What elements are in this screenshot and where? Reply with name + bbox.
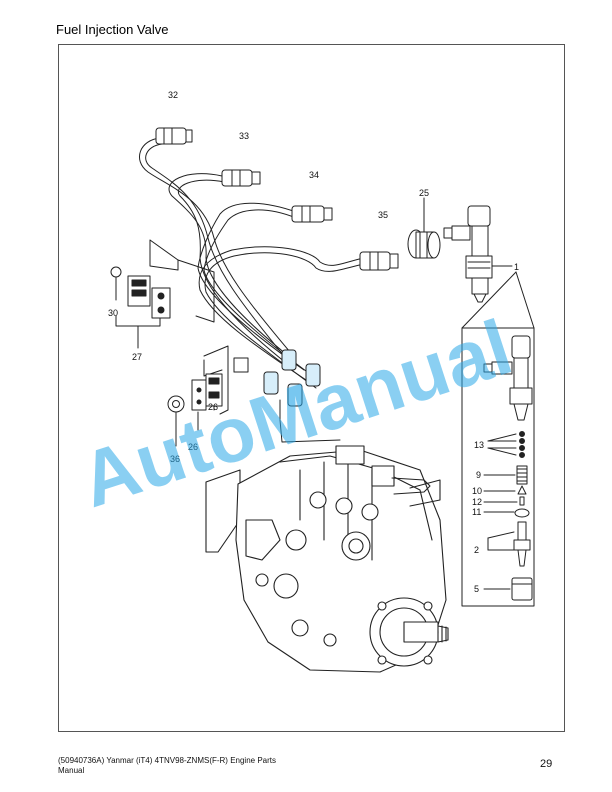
- clamp-outline-box: [149, 239, 215, 323]
- detail-leader-lines: [461, 271, 535, 329]
- callout-32: 32: [168, 90, 178, 100]
- pipe-fitting-33: [221, 169, 261, 187]
- footer-text: (50940736A) Yanmar (iT4) 4TNV98-ZNMS(F-R…: [58, 756, 276, 775]
- part-1-injector: [443, 205, 513, 303]
- callout-10: 10: [472, 486, 482, 496]
- injector-detail-box: [461, 327, 535, 607]
- pump-end-fittings: [263, 349, 341, 443]
- callout-labels: 32 33 34 35 25 1 30 27 26 26 36 13 9 10 …: [108, 90, 519, 594]
- callout-13: 13: [474, 440, 484, 450]
- pipe-fitting-34: [291, 205, 333, 223]
- injection-pipe-34: [197, 202, 311, 375]
- callout-26-upper: 26: [208, 402, 218, 412]
- callout-12: 12: [472, 497, 482, 507]
- injection-pump: [205, 445, 449, 673]
- callout-1: 1: [514, 262, 519, 272]
- page-title: Fuel Injection Valve: [56, 22, 169, 37]
- callout-33: 33: [239, 131, 249, 141]
- injection-pipe-33: [168, 173, 297, 367]
- page-number: 29: [540, 758, 553, 770]
- callout-36: 36: [170, 454, 180, 464]
- callout-9: 9: [476, 470, 481, 480]
- diagram-frame: [58, 44, 565, 732]
- part-26-clamp: [191, 345, 249, 431]
- part-30-bolt: [110, 266, 122, 301]
- callout-27: 27: [132, 352, 142, 362]
- pipe-fitting-32: [155, 127, 193, 145]
- callout-34: 34: [309, 170, 319, 180]
- injection-pipe-35: [198, 246, 365, 389]
- pipe-fitting-35: [359, 251, 399, 271]
- callout-30: 30: [108, 308, 118, 318]
- callout-26-lower: 26: [188, 442, 198, 452]
- part-27-clamp: [115, 275, 171, 349]
- callout-25: 25: [419, 188, 429, 198]
- callout-2: 2: [474, 545, 479, 555]
- part-25-seal: [407, 197, 441, 259]
- injection-pipe-32: [138, 137, 291, 357]
- part-36-nut: [167, 395, 185, 447]
- callout-35: 35: [378, 210, 388, 220]
- callout-5: 5: [474, 584, 479, 594]
- callout-11: 11: [472, 507, 481, 517]
